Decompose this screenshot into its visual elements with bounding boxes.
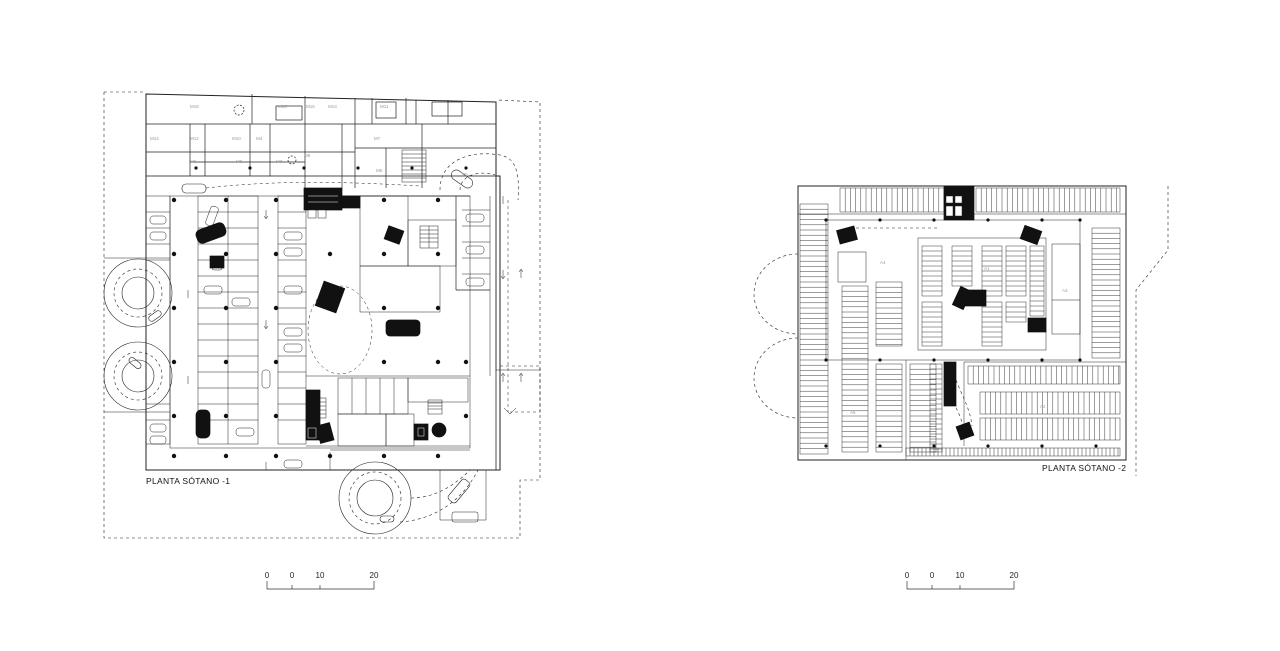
scale-bar-sotano-2: 0 0 10 20 [902,571,1032,595]
traffic-arrows [187,196,524,470]
scale-tick-label: 0 [289,571,295,580]
bay-block [875,363,903,453]
plan-sotano-1 [103,91,541,539]
scale-bar-sotano-1: 0 0 10 20 [262,571,392,595]
parking-bays-left [197,195,259,445]
room-label: M13 [328,104,337,109]
columns-sotano-1 [171,166,469,459]
plan-caption-sotano-2: PLANTA SÓTANO -2 [1042,463,1127,473]
svg-text:A5: A5 [850,410,856,415]
bay-block [981,301,1003,347]
bay-block [1091,227,1121,359]
site-boundary-dashed [103,92,541,539]
room-labels-sotano-1: M18 M16 M15 M14 M13 M12 M11 M10 M9 M8 M7… [150,104,469,177]
room-label: M8 [304,153,311,158]
room-label: M14 [150,136,159,141]
svg-text:A2: A2 [1040,404,1046,409]
room-label: M15 [306,104,315,109]
room-label: M5 [376,168,383,173]
bay-block [929,363,943,453]
bay-block [909,363,937,453]
parking-bays-center [277,195,307,445]
scale-tick-label: 10 [955,571,965,580]
scale-tick-label: 20 [1009,571,1019,580]
plan-caption-sotano-1: PLANTA SÓTANO -1 [146,476,231,486]
room-label: M11 [380,104,389,109]
circular-ramp-upper [103,258,173,328]
ramp-dashed-upper [753,253,799,335]
room-label: M9 [236,159,243,164]
stair-center [419,225,439,249]
bay-block [975,187,1121,213]
bay-block [905,447,1121,457]
dashed-oval-zone [307,285,373,375]
stair-top [401,149,427,183]
scale-bar-graphic [906,581,1015,590]
bay-block [979,391,1121,415]
room-label: M4 [256,136,263,141]
plan-sotano-2 [753,185,1169,476]
room-label: M18 [190,104,199,109]
scale-tick-label: 0 [929,571,935,580]
scale-tick-label: 0 [264,571,270,580]
circular-ramp-lower [103,341,173,411]
room-label: M10 [232,136,241,141]
parking-bays-sotano-2 [799,187,1121,457]
room-label: M12 [190,136,199,141]
circular-ramp-bottom [338,461,479,535]
svg-text:A4: A4 [880,260,886,265]
scale-tick-label: 20 [369,571,379,580]
room-label: M6 [190,159,197,164]
room-label: M3 [276,159,283,164]
scale-tick-label: 0 [904,571,910,580]
ramp-entry [439,153,519,201]
svg-text:A1: A1 [984,266,990,271]
columns-sotano-2 [824,218,1098,448]
outer-wall-2 [797,185,1127,461]
ramp-dashed-lower [753,337,799,419]
scale-bar-graphic [266,581,375,590]
room-label: M1 [462,172,469,177]
room-label: M7 [374,136,381,141]
bottom-rooms [306,375,470,451]
scale-tick-label: 10 [315,571,325,580]
room-label: M16 [278,104,287,109]
bay-block [921,301,943,347]
bay-block [875,281,903,347]
bay-block [979,417,1121,441]
svg-text:A3: A3 [1062,288,1068,293]
cores-sotano-1 [195,187,447,444]
bay-block [967,365,1121,385]
